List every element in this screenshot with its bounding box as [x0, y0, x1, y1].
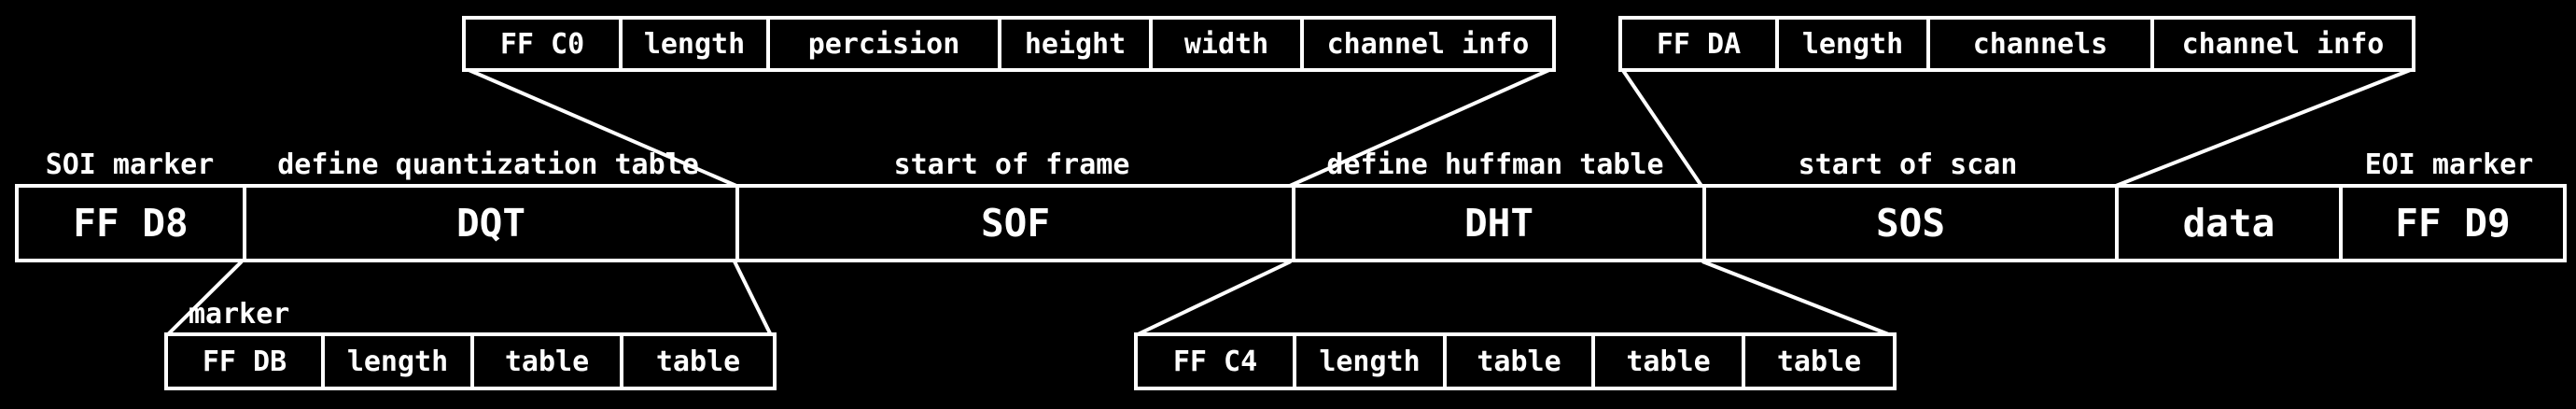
sof-detail-cell-channel-info: channel info	[1300, 20, 1552, 68]
sos-detail-cell-marker: FF DA	[1622, 20, 1775, 68]
caption-define-huffman-table: define huffman table	[1326, 148, 1664, 181]
sof-detail-row: FF C0 length percision height width chan…	[462, 16, 1556, 72]
caption-start-of-frame: start of frame	[893, 148, 1130, 181]
dht-detail-cell-table1: table	[1443, 336, 1591, 387]
main-segment-sos: SOS	[1702, 188, 2115, 259]
connector-dht-left-line	[1135, 260, 1292, 337]
sos-detail-cell-channels: channels	[1926, 20, 2150, 68]
sof-detail-cell-length: length	[619, 20, 766, 68]
main-segment-sof: SOF	[735, 188, 1292, 259]
dqt-detail-cell-length: length	[321, 336, 470, 387]
caption-eoi-marker: EOI marker	[2364, 148, 2534, 181]
connector-sos-left-line	[1620, 67, 1703, 188]
dht-detail-cell-table3: table	[1742, 336, 1893, 387]
caption-marker: marker	[189, 298, 290, 331]
jpeg-main-row: FF D8 DQT SOF DHT SOS data FF D9	[15, 184, 2567, 262]
connector-sof-left-line	[466, 67, 737, 188]
connector-sos-right-line	[2115, 67, 2414, 188]
connector-dqt-right-line	[733, 261, 773, 336]
sof-detail-cell-percision: percision	[766, 20, 998, 68]
main-segment-data: data	[2115, 188, 2339, 259]
sof-detail-cell-height: height	[998, 20, 1149, 68]
dht-detail-cell-marker: FF C4	[1138, 336, 1293, 387]
caption-define-quantization-table: define quantization table	[277, 148, 699, 181]
main-segment-ffd9: FF D9	[2339, 188, 2563, 259]
main-segment-dqt: DQT	[243, 188, 735, 259]
connector-dht-right-line	[1701, 260, 1892, 337]
connector-sof-right-line	[1289, 67, 1552, 188]
caption-soi-marker: SOI marker	[45, 148, 215, 181]
dht-detail-cell-table2: table	[1591, 336, 1742, 387]
sos-detail-cell-channel-info: channel info	[2150, 20, 2412, 68]
connector-dqt-left-line	[165, 260, 244, 337]
dqt-detail-row: FF DB length table table	[164, 332, 777, 390]
sos-detail-cell-length: length	[1775, 20, 1926, 68]
dht-detail-cell-length: length	[1293, 336, 1443, 387]
dqt-detail-cell-table2: table	[620, 336, 773, 387]
dqt-detail-cell-marker: FF DB	[168, 336, 321, 387]
dqt-detail-cell-table1: table	[470, 336, 620, 387]
sof-detail-cell-width: width	[1149, 20, 1300, 68]
sof-detail-cell-marker: FF C0	[466, 20, 619, 68]
caption-start-of-scan: start of scan	[1798, 148, 2018, 181]
main-segment-ffd8: FF D8	[19, 188, 243, 259]
main-segment-dht: DHT	[1292, 188, 1702, 259]
dht-detail-row: FF C4 length table table table	[1134, 332, 1897, 390]
sos-detail-row: FF DA length channels channel info	[1618, 16, 2415, 72]
